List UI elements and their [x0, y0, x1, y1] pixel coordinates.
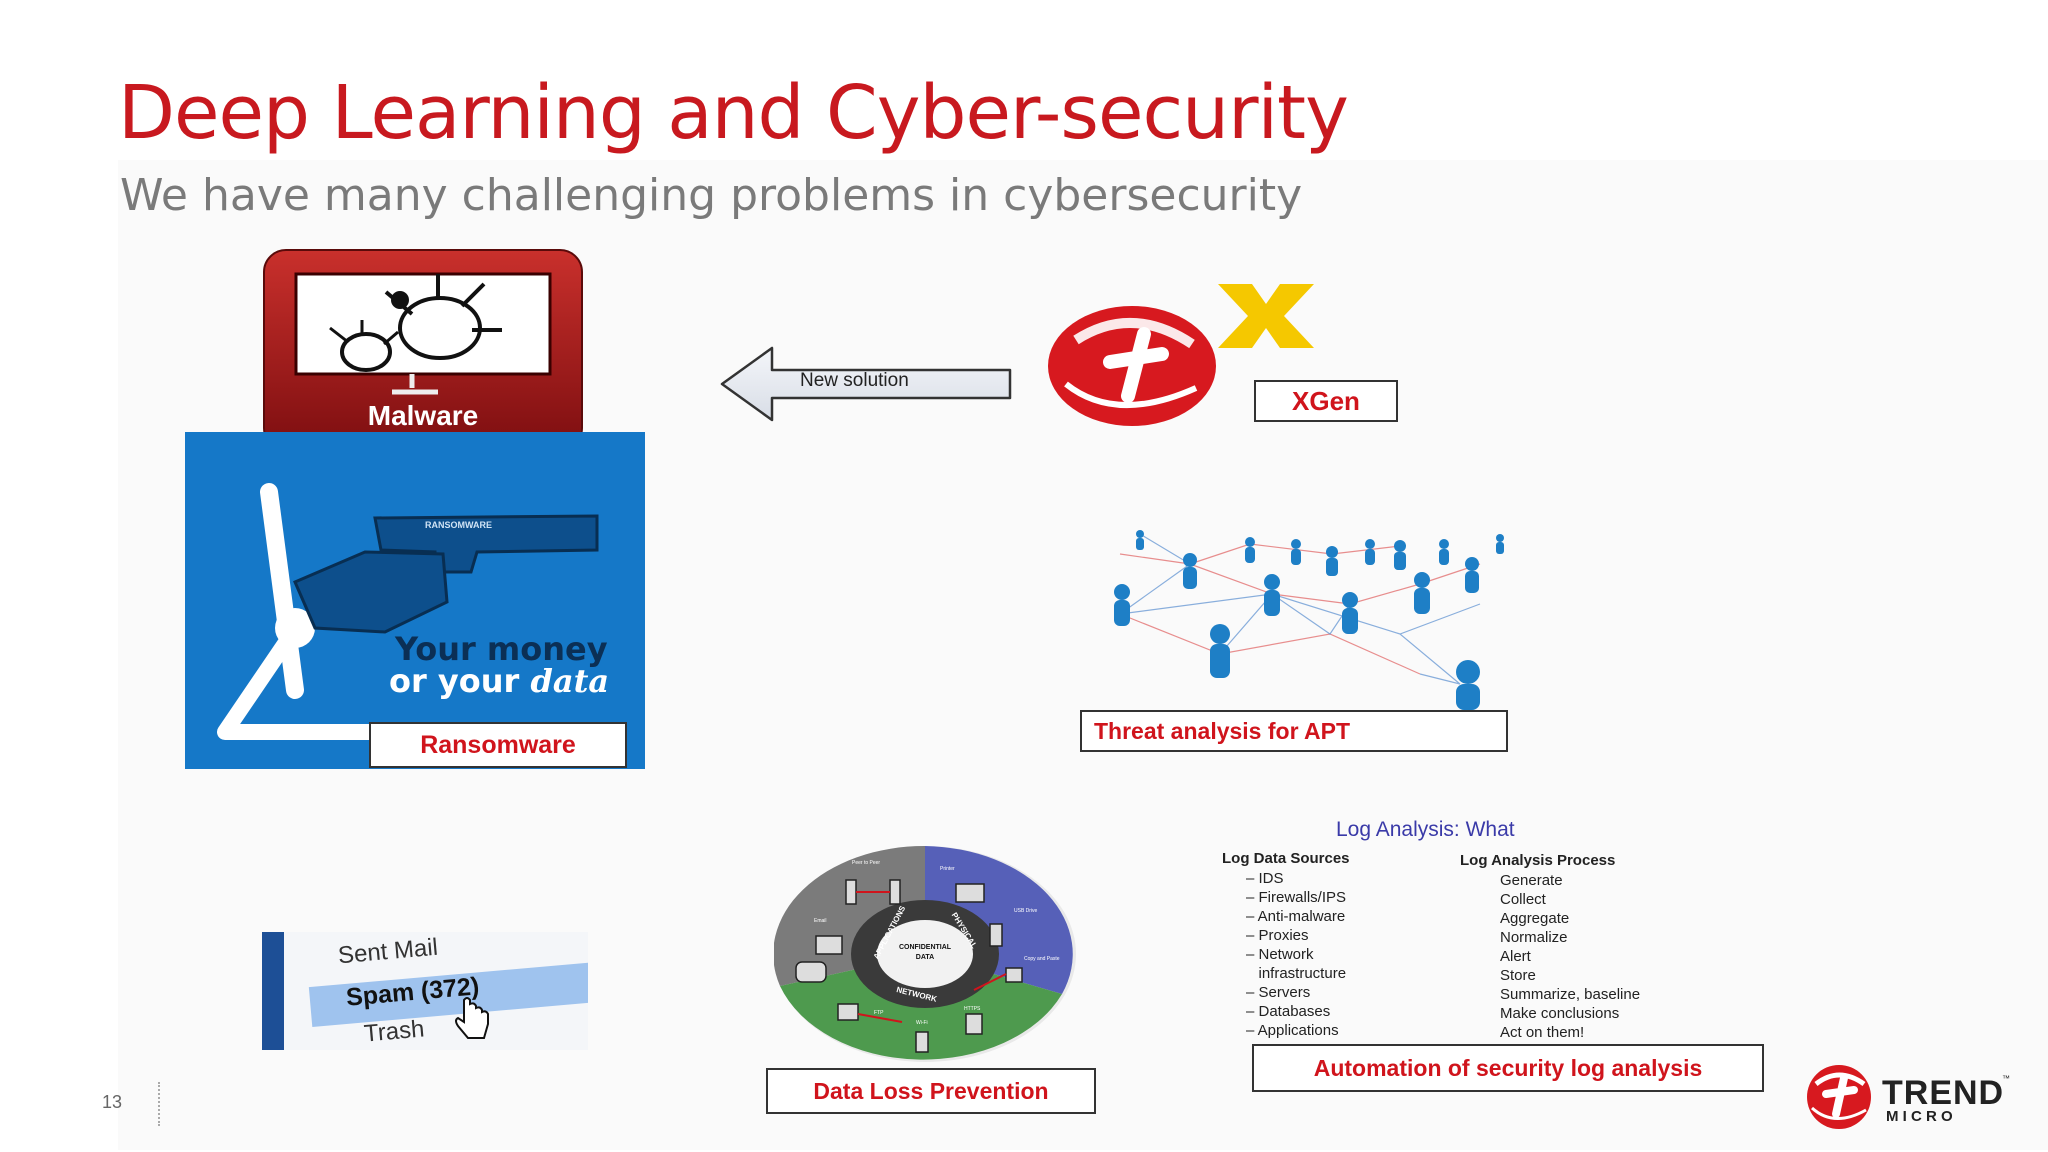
log-source-item: – Network: [1246, 946, 1314, 963]
ransom-line2b: data: [530, 662, 610, 700]
log-source-item: – IDS: [1246, 870, 1284, 887]
log-sources-title: Log Data Sources: [1222, 850, 1350, 867]
ransomware-image: RANSOMWARE Your money or your data Ranso…: [185, 432, 645, 769]
log-source-item: – Anti-malware: [1246, 908, 1346, 925]
hand-cursor-icon: [452, 996, 492, 1045]
new-solution-arrow: New solution: [718, 344, 1014, 424]
page-number: 13: [102, 1092, 123, 1112]
ransomware-label: Ransomware: [369, 722, 627, 768]
trend-micro-logo-icon: [1804, 1062, 1874, 1132]
log-process-item: Make conclusions: [1500, 1005, 1620, 1022]
log-sources-list: – IDS – Firewalls/IPS – Anti-malware – P…: [1246, 869, 1346, 1040]
trend-ball-icon: [1046, 304, 1220, 428]
brand-trend: TREND: [1882, 1074, 2005, 1112]
ransom-line2a: or your: [389, 662, 531, 700]
spam-sent-mail: Sent Mail: [336, 933, 439, 970]
dlp-seg-copy: Copy and Paste: [1024, 956, 1060, 962]
log-source-item: – Proxies: [1246, 927, 1309, 944]
log-process-item: Aggregate: [1500, 910, 1570, 927]
log-analysis-heading: Log Analysis: What: [1336, 818, 1515, 841]
log-process-item: Generate: [1500, 872, 1563, 889]
log-process-list: Generate Collect Aggregate Normalize Ale…: [1500, 871, 1640, 1042]
xgen-label: XGen: [1254, 380, 1398, 422]
log-process-item: Alert: [1500, 948, 1531, 965]
log-process-item: Collect: [1500, 891, 1546, 908]
log-process-item: Normalize: [1500, 929, 1568, 946]
dlp-seg-https: HTTPS: [964, 1006, 981, 1012]
xgen-x-icon: [1218, 282, 1314, 350]
brand-micro: M I C R O: [1886, 1108, 1953, 1125]
dlp-seg-email: Email: [814, 918, 827, 924]
spam-trash: Trash: [362, 1015, 426, 1048]
log-analysis-label: Automation of security log analysis: [1252, 1044, 1764, 1092]
log-process-item: Store: [1500, 967, 1536, 984]
log-process-title: Log Analysis Process: [1460, 852, 1616, 869]
dlp-center-line2: DATA: [915, 954, 935, 961]
apt-network-image: [1100, 524, 1510, 710]
log-source-item: – Firewalls/IPS: [1246, 889, 1347, 906]
ransom-line1: Your money: [395, 630, 608, 668]
ransom-line2: or your data: [389, 662, 609, 700]
dlp-seg-printer: Printer: [940, 866, 955, 872]
dlp-device-icons: [774, 844, 1076, 1073]
log-process-item: Summarize, baseline: [1500, 986, 1641, 1003]
spam-left-bar: [262, 932, 284, 1050]
dlp-wheel-image: CONFIDENTIAL DATA APPLICATIONS PHYSICAL …: [773, 844, 1076, 1068]
log-source-item: infrastructure: [1246, 965, 1347, 982]
dlp-seg-wifi: Wi-Fi: [916, 1020, 928, 1026]
new-solution-label: New solution: [800, 370, 909, 391]
spam-folder-image: Sent Mail Spam (372) Trash: [262, 932, 588, 1050]
dlp-label: Data Loss Prevention: [766, 1068, 1096, 1114]
gun-text: RANSOMWARE: [425, 520, 492, 530]
dlp-seg-ftp: FTP: [874, 1010, 884, 1016]
log-process-item: Act on them!: [1500, 1024, 1585, 1041]
malware-image: Malware: [262, 248, 584, 451]
dlp-center-line1: CONFIDENTIAL: [898, 944, 952, 951]
slide-subtitle: We have many challenging problems in cyb…: [120, 170, 1303, 221]
malware-label: Malware: [367, 400, 479, 431]
slide-title: Deep Learning and Cyber-security: [118, 70, 1349, 156]
footer-divider: [158, 1082, 160, 1126]
apt-label: Threat analysis for APT: [1080, 710, 1508, 752]
log-source-item: – Servers: [1246, 984, 1311, 1001]
dlp-seg-usb: USB Drive: [1014, 908, 1038, 914]
log-source-item: – Applications: [1246, 1022, 1339, 1039]
brand-tm: ™: [2002, 1074, 2010, 1083]
log-source-item: – Databases: [1246, 1003, 1331, 1020]
dlp-seg-p2p: Peer to Peer: [852, 860, 881, 866]
